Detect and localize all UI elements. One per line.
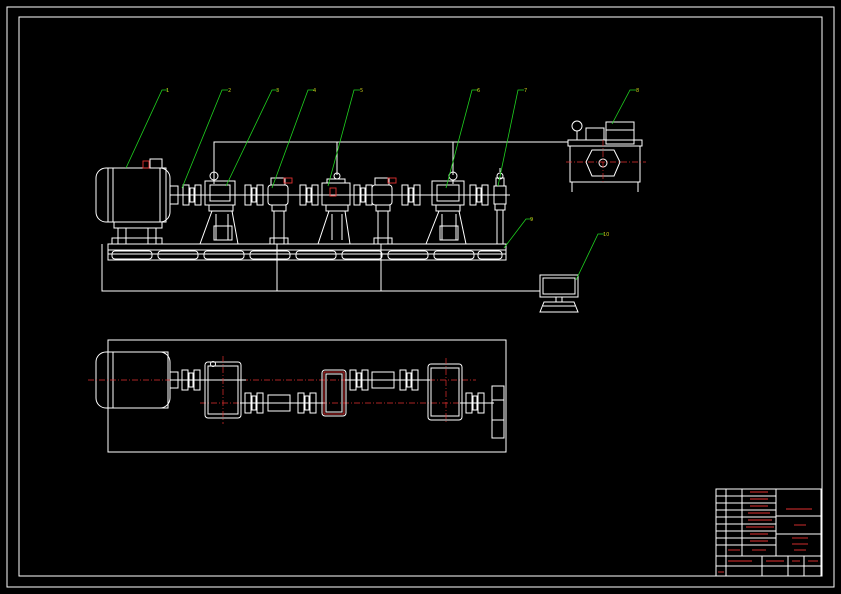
balloon-10: 10 — [603, 232, 609, 238]
control-computer — [539, 274, 579, 313]
balloon-4: 4 — [313, 88, 316, 94]
gearbox-b-plan — [427, 363, 463, 421]
title-block — [715, 488, 822, 577]
callout-2: 2 — [181, 88, 231, 189]
balloon-6: 6 — [477, 88, 480, 94]
speed-sensor — [493, 168, 507, 244]
callout-6: 6 — [445, 88, 480, 189]
loading-gearbox-hatch — [323, 371, 345, 415]
title-block-text-marks — [718, 491, 818, 573]
callout-5: 5 — [327, 88, 363, 187]
base-frame — [107, 243, 507, 261]
callout-7: 7 — [497, 88, 527, 187]
callout-8: 8 — [611, 88, 639, 125]
plan-view — [88, 339, 507, 453]
signal-wiring — [101, 141, 568, 292]
sheet-inner-frame — [18, 16, 823, 577]
elevation-view — [95, 120, 646, 313]
encoder-plan — [491, 385, 505, 439]
callout-3: 3 — [225, 88, 279, 187]
loading-gearbox — [317, 172, 351, 245]
balloon-3: 3 — [276, 88, 279, 94]
balloon-7: 7 — [524, 88, 527, 94]
part-callouts: 1 2 3 4 5 6 7 8 — [125, 88, 639, 281]
torque-sensor-2 — [371, 177, 397, 245]
balloon-9: 9 — [530, 217, 533, 223]
callout-10: 10 — [575, 232, 609, 281]
couplings-plan — [170, 369, 494, 414]
hydraulic-station — [566, 120, 646, 192]
torque-sensor-1 — [267, 177, 293, 245]
test-gearbox-b — [425, 171, 467, 245]
balloon-8: 8 — [636, 88, 639, 94]
test-gearbox-a — [199, 171, 239, 245]
balloon-2: 2 — [228, 88, 231, 94]
drive-motor — [95, 158, 179, 245]
callout-9: 9 — [503, 217, 533, 249]
callout-1: 1 — [125, 88, 169, 169]
callout-4: 4 — [271, 88, 316, 189]
loading-gearbox-plan — [321, 369, 347, 417]
balloon-5: 5 — [360, 88, 363, 94]
couplings-elevation — [182, 184, 489, 206]
sheet-outer-border — [6, 6, 835, 588]
balloon-1: 1 — [166, 88, 169, 94]
